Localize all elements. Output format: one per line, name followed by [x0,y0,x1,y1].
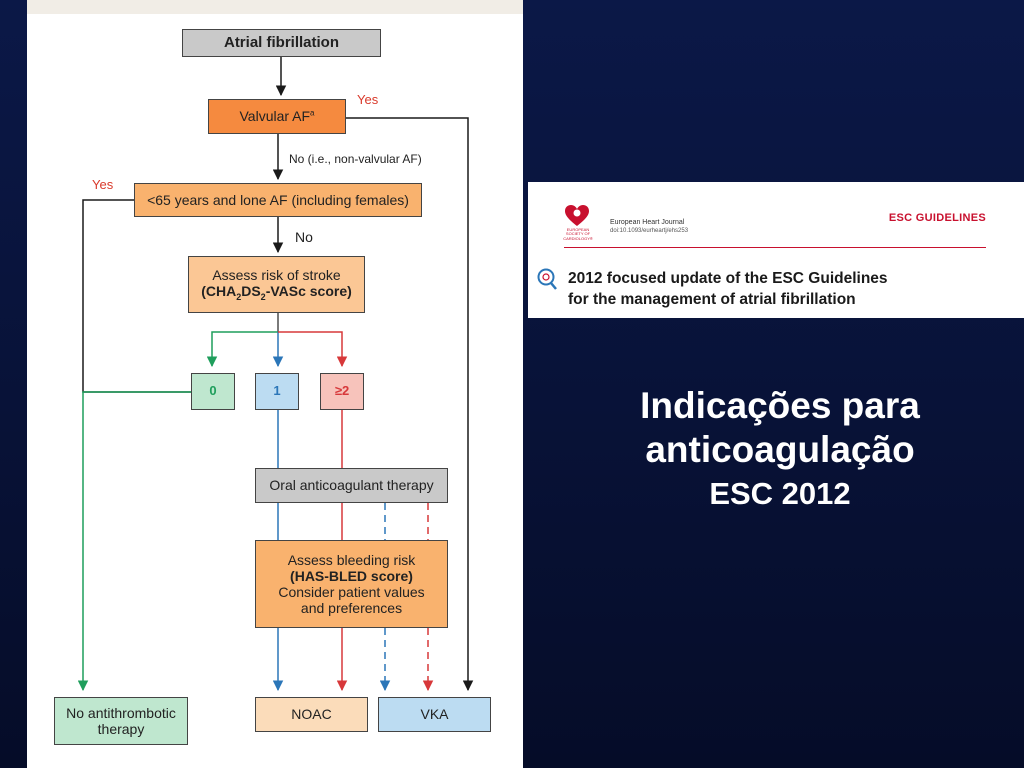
bleeding-line1: Assess bleeding risk [287,551,416,568]
atrial-fibrillation-label: Atrial fibrillation [223,34,339,52]
slide-title: Indicações para anticoagulação ESC 2012 [560,384,1000,514]
bleeding-line2: (HAS-BLED score) [290,567,413,584]
no-antithrombotic-line1: No antithrombotic [66,704,176,721]
assess-stroke-box: Assess risk of stroke (CHA2DS2-VASc scor… [188,256,365,313]
atrial-fibrillation-box: Atrial fibrillation [182,29,381,57]
score-1-label: 1 [273,383,281,399]
score-2-label: ≥2 [334,383,350,399]
arrow-stroke-to-score2 [278,331,348,368]
valvular-af-label: Valvular AFa [239,108,315,125]
slide-title-line3: ESC 2012 [709,476,851,511]
vka-label: VKA [420,706,449,723]
score-0-label: 0 [209,383,217,399]
oral-anticoagulant-box: Oral anticoagulant therapy [255,468,448,503]
oral-anticoagulant-label: Oral anticoagulant therapy [269,477,434,494]
header-divider [564,247,986,248]
valvular-af-box: Valvular AFa [208,99,346,134]
article-title: 2012 focused update of the ESC Guideline… [568,270,888,308]
yes-lone-label: Yes [92,177,114,192]
no-nonvalvular-label: No (i.e., non-valvular AF) [289,152,422,166]
no-antithrombotic-box: No antithrombotic therapy [54,697,188,745]
no-antithrombotic-line2: therapy [97,721,145,737]
vka-box: VKA [378,697,491,732]
magnifier-icon [537,268,557,290]
assess-stroke-line2: (CHA2DS2-VASc score) [201,282,352,302]
bleeding-risk-box: Assess bleeding risk (HAS-BLED score) Co… [255,540,448,628]
score-2-box: ≥2 [320,373,364,410]
arrow-score0-to-no-therapy [77,391,191,692]
noac-box: NOAC [255,697,368,732]
society-name: EUROPEAN SOCIETY OF CARDIOLOGY® [563,227,593,241]
line-lone-yes [82,199,191,393]
panel-top-strip [27,0,523,14]
slide-title-line1: Indicações para [640,385,920,426]
arrow-valvular-yes-to-vka [346,117,474,692]
score-1-box: 1 [255,373,299,410]
journal-name: European Heart Journal [610,219,685,226]
slide-title-line2: anticoagulação [645,429,915,470]
journal-doi: doi:10.1093/eurheartj/ehs253 [610,228,689,234]
esc-heart-logo-icon [565,205,589,226]
lone-af-box: <65 years and lone AF (including females… [134,183,422,217]
no-lone-label: No [295,229,313,245]
lone-af-label: <65 years and lone AF (including females… [147,191,409,208]
bleeding-line4: and preferences [300,600,403,617]
arrow-stroke-to-score0 [206,331,278,368]
section-label: ESC GUIDELINES [888,212,986,224]
noac-label: NOAC [291,706,332,723]
score-0-box: 0 [191,373,235,410]
journal-header-card: EUROPEAN SOCIETY OF CARDIOLOGY® European… [528,182,1024,318]
yes-valvular-label: Yes [357,92,379,107]
bleeding-line3: Consider patient values [278,584,425,600]
assess-stroke-line1: Assess risk of stroke [212,266,341,283]
